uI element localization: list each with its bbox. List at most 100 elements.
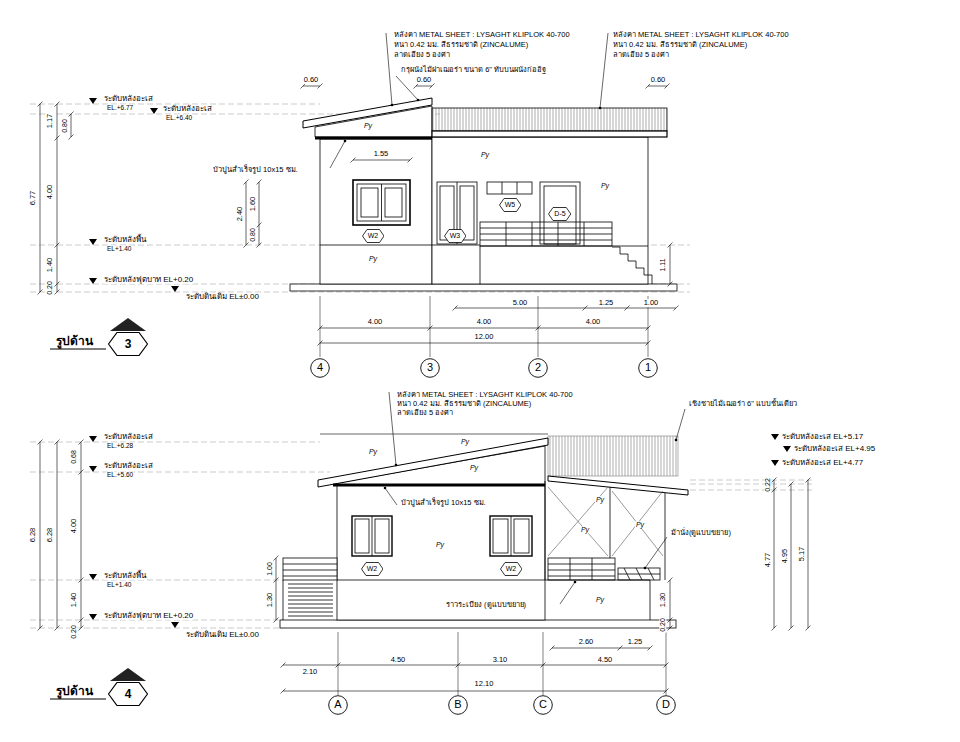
dimension-line <box>338 632 666 695</box>
dimension-line <box>668 578 673 631</box>
dimension-text: 4.95 <box>781 548 789 565</box>
building-elevation <box>511 516 512 556</box>
building-elevation <box>540 182 580 244</box>
level-label: ระดับหลังอะเส <box>103 462 154 470</box>
dimension-text: 4.00 <box>585 318 602 326</box>
level-marker <box>89 98 791 628</box>
building-elevation <box>618 568 660 580</box>
level-marker <box>89 98 97 104</box>
dimension-line <box>281 689 669 694</box>
level-label: EL.+6.77 <box>106 105 134 112</box>
dimension-text: 1.30 <box>659 592 667 609</box>
leader-line <box>385 488 397 505</box>
dimension-line <box>351 158 413 163</box>
dimension-line <box>772 478 777 631</box>
level-marker <box>89 614 97 620</box>
leader-line <box>560 582 575 604</box>
tag-outline <box>534 696 553 715</box>
grid-bubble: 1 <box>638 358 658 378</box>
tag-text: W5 <box>505 201 516 208</box>
level-label: ระดับหลังอะเส EL+4.77 <box>781 459 864 467</box>
material-tag: Py <box>600 182 610 189</box>
grid-bubble: C <box>533 695 553 715</box>
tag-text: W2 <box>367 565 378 572</box>
leader-dot <box>395 464 398 467</box>
dimension-text: 0.68 <box>70 449 77 465</box>
dimension-text: 4.00 <box>70 518 78 535</box>
building-elevation <box>280 434 688 628</box>
level-label: ระดับหลังอะเส EL+5.17 <box>781 433 864 441</box>
level-label: ระดับหลังฟุตบาท EL+0.20 <box>103 276 194 284</box>
dimension-line <box>550 646 653 651</box>
building-elevation <box>502 182 517 194</box>
leader-line <box>330 141 345 168</box>
dimension-line <box>38 102 43 295</box>
dimension-text: 4.77 <box>764 552 772 569</box>
tag-outline <box>500 563 522 576</box>
level-label: EL+1.40 <box>106 582 132 589</box>
level-label: ระดับหลังพื้น <box>103 236 147 244</box>
callout-note: กรุผนังไม้ฝาเฌอร่า ขนาด 6" ทับบนผนังก่ออ… <box>400 66 547 74</box>
callout-note: ลาดเอียง 5 องศา <box>612 51 670 59</box>
leader-dot <box>344 99 678 584</box>
building-elevation <box>352 516 392 556</box>
level-marker <box>89 466 97 472</box>
building-elevation <box>548 487 663 556</box>
building-elevation <box>432 108 667 131</box>
leader-line <box>330 33 685 604</box>
badge-triangle <box>110 318 146 681</box>
building-elevation <box>280 620 676 628</box>
grid-bubble: 4 <box>310 358 330 378</box>
building-elevation <box>432 131 667 137</box>
dimension-text: 2.40 <box>236 205 244 222</box>
leader-line <box>676 409 685 440</box>
window-tag: W2 <box>362 229 385 243</box>
dimension-line <box>55 440 60 631</box>
level-label: ระดับหลังอะเส <box>103 95 154 103</box>
tag-outline <box>499 199 521 212</box>
level-marker <box>89 278 97 284</box>
material-tag: Py <box>469 464 479 471</box>
dimension-line <box>320 296 648 357</box>
building-elevation <box>375 519 389 553</box>
callout-note: หนา 0.42 มม. สีธรรมชาติ (ZINCALUME) <box>612 41 748 49</box>
tag-text: 1 <box>645 362 651 374</box>
dimension-text: 5.00 <box>512 299 529 307</box>
material-tag: Py <box>595 496 605 503</box>
building-elevation <box>290 98 677 291</box>
building-elevation <box>548 558 615 580</box>
level-label: ระดับดินเดิม EL±0.00 <box>185 631 260 639</box>
level-label: EL.+6.28 <box>106 443 134 450</box>
building-elevation <box>493 519 508 553</box>
building-elevation <box>385 188 402 217</box>
building-elevation <box>545 580 650 620</box>
grid-bubble: B <box>448 695 468 715</box>
tag-text: 4 <box>125 688 132 701</box>
dimension-text: 0.60 <box>303 76 320 84</box>
view-badge: 4 <box>108 682 148 706</box>
level-label: ระดับหลังอะเส <box>162 105 213 113</box>
dimension-text: 1.11 <box>659 257 666 272</box>
building-elevation <box>548 436 678 476</box>
dimension-text: 12.10 <box>474 680 495 688</box>
view-title: รูปด้าน <box>55 335 94 348</box>
tag-outline <box>639 359 658 378</box>
callout-note: ม้านั่ง(ดูแบบขยาย) <box>670 529 732 537</box>
tag-text: A <box>334 699 341 711</box>
dimension-text: 0.80 <box>61 118 68 134</box>
leader-line <box>600 33 608 108</box>
tag-outline <box>311 359 330 378</box>
dimension-text: 1.60 <box>249 195 257 212</box>
dimension-text: 6.28 <box>29 527 37 544</box>
level-label: ระดับดินเดิม EL±0.00 <box>185 293 260 301</box>
material-tag: Py <box>363 122 373 129</box>
building-elevation <box>381 184 382 221</box>
dimension-text: 5.17 <box>798 546 806 563</box>
callout-note: ลาดเอียง 5 องศา <box>396 409 454 417</box>
tag-text: W2 <box>368 232 379 239</box>
tag-text: D <box>662 699 670 711</box>
building-elevation <box>618 568 660 580</box>
badge-triangle <box>110 318 146 331</box>
level-marker <box>150 108 158 114</box>
